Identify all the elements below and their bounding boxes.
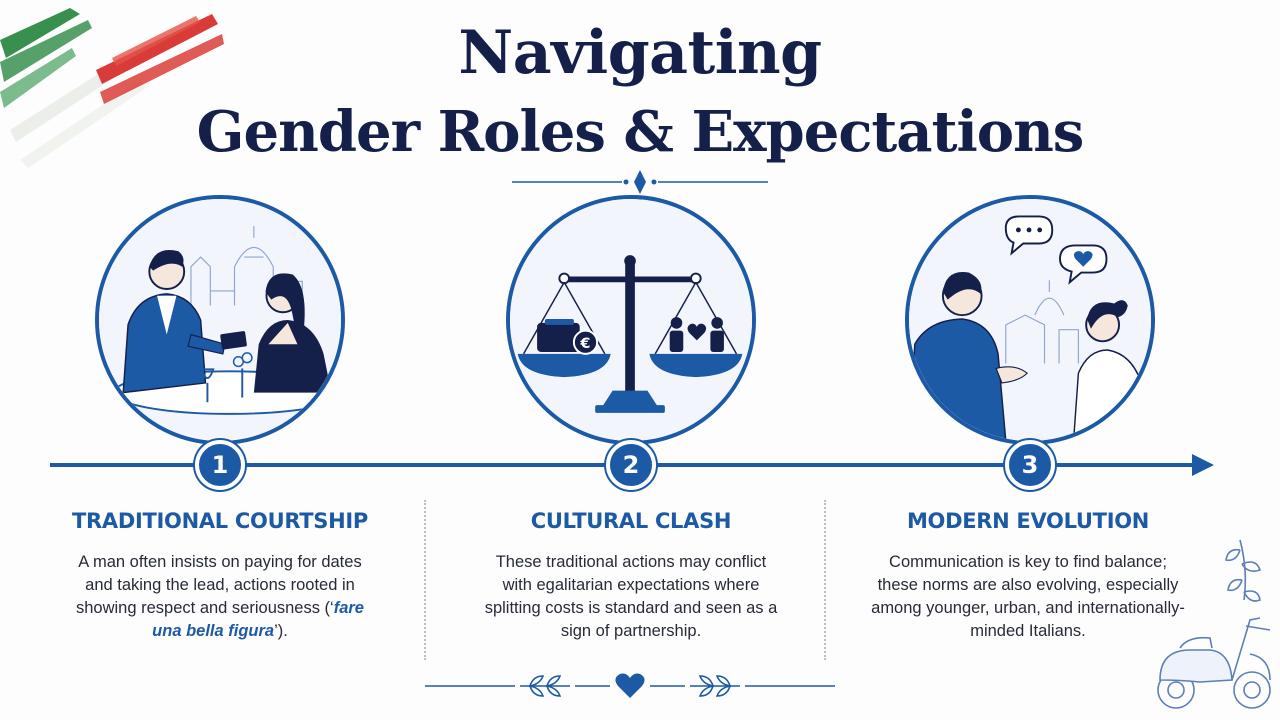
- column-divider-2: [824, 500, 826, 660]
- step-3-text: Communication is key to find balance; th…: [871, 553, 1185, 640]
- title-line-2: Gender Roles & Expectations: [196, 99, 1085, 165]
- step-3-number-badge: 3: [1005, 440, 1055, 490]
- step-2-text: These traditional actions may conflict w…: [484, 553, 778, 640]
- euro-icon: €: [572, 329, 599, 355]
- couple-talking-icon: [909, 199, 1151, 441]
- leaf-ornament-icon: [425, 673, 835, 698]
- step-1-heading: TRADITIONAL COURTSHIP: [72, 509, 368, 533]
- step-1-number-badge: 1: [195, 440, 245, 490]
- diamond-ornament-icon: [512, 170, 768, 194]
- heart-icon: [687, 323, 707, 341]
- speech-bubble-icon: [1004, 215, 1108, 285]
- couple-dinner-icon: [99, 199, 341, 441]
- title-line-1: Navigating: [458, 18, 822, 88]
- wallet-icon: [537, 319, 580, 352]
- heart-icon: [615, 673, 645, 698]
- step-1-text-before: A man often insists on paying for dates …: [76, 553, 362, 617]
- step-3-column: MODERN EVOLUTION Communication is key to…: [848, 505, 1208, 643]
- svg-text:€: €: [579, 336, 590, 352]
- step-1-illustration: [95, 195, 345, 445]
- page-title: Navigating Gender Roles & Expectations: [0, 12, 1280, 170]
- scooter-icon: [1157, 539, 1271, 709]
- step-2-illustration: €: [506, 195, 756, 445]
- step-3-heading: MODERN EVOLUTION: [906, 509, 1150, 533]
- balance-scale-icon: €: [510, 199, 752, 441]
- step-1-text-after: ’).: [274, 622, 288, 640]
- step-1-text: A man often insists on paying for dates …: [40, 551, 400, 643]
- step-3-illustration: [905, 195, 1155, 445]
- step-2-column: CULTURAL CLASH These traditional actions…: [451, 505, 811, 643]
- step-2-number-badge: 2: [606, 440, 656, 490]
- column-divider-1: [424, 500, 426, 660]
- italian-flag-brush-icon: [0, 8, 224, 168]
- step-2-heading: CULTURAL CLASH: [530, 509, 732, 533]
- step-1-column: TRADITIONAL COURTSHIP A man often insist…: [40, 505, 400, 643]
- step-1-text-highlight: fare una bella figura: [152, 599, 364, 640]
